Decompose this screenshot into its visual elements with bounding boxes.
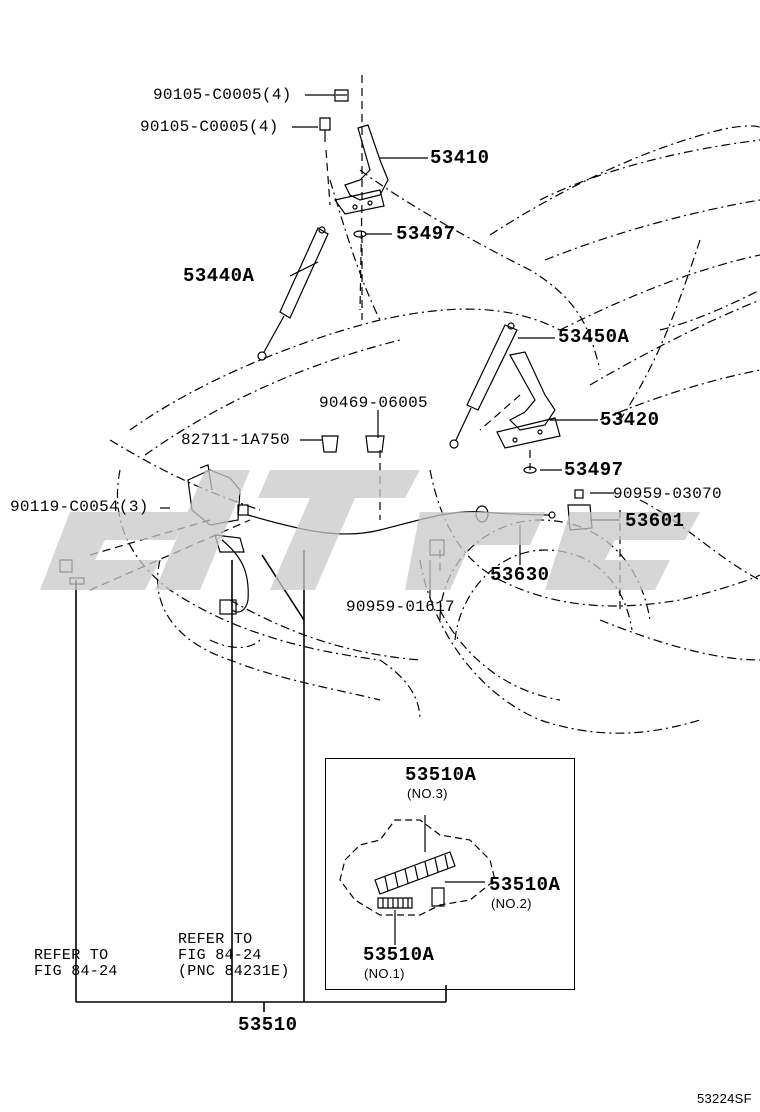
inset-springs (339, 815, 496, 945)
refer-mid-line1: REFER TO (178, 931, 253, 948)
label-spring-no1: 53510A (363, 944, 435, 966)
label-connector: 82711-1A750 (181, 431, 290, 449)
label-bolt-lock: 90119-C0054(3) (10, 498, 149, 516)
callout-bracket-lines (75, 550, 447, 1012)
label-lever: 53601 (625, 510, 685, 532)
washer-lower-shape (523, 466, 537, 474)
label-clip-lower: 90959-01617 (346, 598, 455, 616)
refer-mid-line3: (PNC 84231E) (178, 963, 290, 980)
label-hinge-lh: 53410 (430, 147, 490, 169)
label-spring-no2: 53510A (489, 874, 561, 896)
spring-detail-inset (325, 758, 575, 990)
refer-left-line2: FIG 84-24 (34, 963, 118, 980)
label-washer-upper: 53497 (396, 223, 456, 245)
hinge-lh-shape (333, 124, 389, 215)
figure-code: 53224SF (697, 1091, 752, 1106)
refer-left-line1: REFER TO (34, 947, 109, 964)
label-clip-cable: 90959-03070 (613, 485, 722, 503)
label-bolt-lower: 90105-C0005(4) (140, 118, 279, 136)
lock-assy-shape (187, 464, 249, 615)
label-clip-upper: 90469-06005 (319, 394, 428, 412)
stay-rh-shape (449, 322, 518, 449)
label-hinge-rh: 53420 (600, 409, 660, 431)
car-body-outline (109, 125, 760, 734)
label-bolt-upper: 90105-C0005(4) (153, 86, 292, 104)
label-spring-no3-sub: (NO.3) (407, 786, 448, 801)
label-stay-rh: 53450A (558, 326, 630, 348)
leader-lines (89, 75, 621, 610)
label-spring-no2-sub: (NO.2) (491, 896, 532, 911)
washer-upper-shape (353, 230, 367, 238)
hinge-rh-shape (496, 351, 561, 449)
label-stay-lh: 53440A (183, 265, 255, 287)
solid-leaders (160, 94, 620, 598)
label-spring-no1-sub: (NO.1) (364, 966, 405, 981)
clip-shapes (321, 435, 445, 556)
label-spring-no3: 53510A (405, 764, 477, 786)
label-washer-lower: 53497 (564, 459, 624, 481)
label-cable: 53630 (490, 564, 550, 586)
label-lock-assy: 53510 (238, 1014, 298, 1036)
stay-lh-shape (257, 226, 329, 361)
cable-shape (247, 489, 593, 535)
refer-mid-line2: FIG 84-24 (178, 947, 262, 964)
